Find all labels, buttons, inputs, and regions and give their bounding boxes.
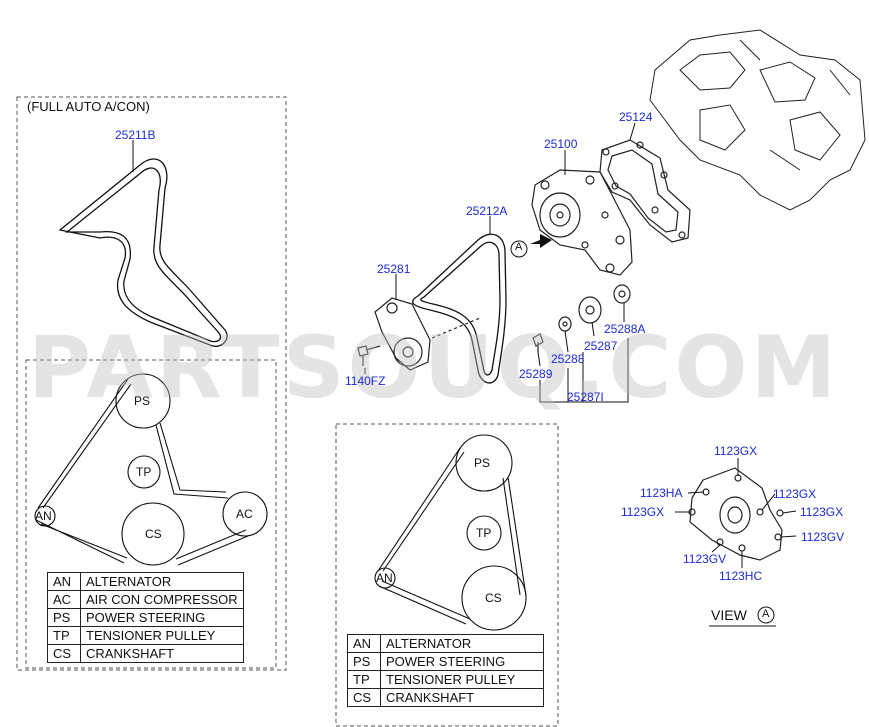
- left-panel-frame: [16, 96, 287, 671]
- right-tp-label: TP: [476, 526, 492, 540]
- view-label-1123gx-right-lower[interactable]: 1123GX: [800, 505, 844, 519]
- legend-code: CS: [347, 688, 381, 707]
- left-panel-title: (FULL AUTO A/CON): [27, 99, 150, 114]
- part-25288a-label[interactable]: 25288A: [604, 322, 646, 336]
- legend-code: PS: [47, 608, 81, 627]
- part-25281-label[interactable]: 25281: [377, 262, 411, 276]
- legend-code: CS: [47, 644, 81, 663]
- arrow-marker-circle: [510, 240, 528, 258]
- part-25212a-label[interactable]: 25212A: [466, 204, 508, 218]
- legend-name: ALTERNATOR: [380, 634, 544, 653]
- belt-25212a-drawing: [412, 233, 507, 384]
- view-a-drawing: [688, 467, 784, 561]
- left-belt-schematic: [34, 373, 268, 566]
- legend-code: TP: [47, 626, 81, 645]
- legend-name: ALTERNATOR: [80, 572, 244, 591]
- left-ps-label: PS: [134, 394, 151, 408]
- leader-lines: [132, 122, 636, 403]
- right-tp-pulley: [466, 515, 502, 551]
- part-25289-label[interactable]: 25289: [519, 367, 553, 381]
- engine-block-drawing: [649, 29, 866, 211]
- view-label-1123gv-right[interactable]: 1123GV: [801, 530, 845, 544]
- arrow-pointer: [530, 234, 552, 248]
- legend-code: AC: [47, 590, 81, 609]
- right-an-label: AN: [376, 571, 393, 585]
- part-1140fz-label[interactable]: 1140FZ: [345, 374, 386, 388]
- view-label-1123gx-top[interactable]: 1123GX: [714, 444, 758, 458]
- part-25124-label[interactable]: 25124: [619, 110, 653, 124]
- bolt-1140fz-drawing: [357, 345, 381, 366]
- part-25211b-label[interactable]: 25211B: [115, 128, 156, 142]
- legend-name: CRANKSHAFT: [80, 644, 244, 663]
- legend-name: TENSIONER PULLEY: [80, 626, 244, 645]
- left-ps-pulley: [115, 373, 171, 429]
- view-label-1123gx-right-upper[interactable]: 1123GX: [773, 487, 817, 501]
- legend-code: PS: [347, 652, 381, 671]
- view-title: VIEW: [711, 607, 747, 623]
- view-label-1123ha[interactable]: 1123HA: [640, 486, 683, 500]
- view-label-1123gx-left[interactable]: 1123GX: [621, 505, 665, 519]
- right-ps-label: PS: [474, 456, 491, 470]
- left-ac-pulley: [222, 491, 268, 537]
- left-cs-label: CS: [145, 527, 162, 541]
- view-a-leaders: [675, 458, 797, 568]
- right-belt-schematic: [374, 434, 527, 631]
- gasket-drawing: [599, 139, 691, 243]
- left-tp-pulley: [127, 455, 161, 489]
- legend-name: CRANKSHAFT: [380, 688, 544, 707]
- legend-code: TP: [347, 670, 381, 689]
- view-marker-letter: A: [762, 608, 770, 620]
- left-cs-pulley: [121, 502, 185, 566]
- part-25100-label[interactable]: 25100: [544, 137, 578, 151]
- water-pump-drawing: [531, 169, 633, 276]
- right-cs-label: CS: [485, 591, 502, 605]
- view-label-1123hc[interactable]: 1123HC: [719, 569, 763, 583]
- watermark: PARTSOUQ.COM: [28, 318, 840, 418]
- left-ac-label: AC: [236, 507, 253, 521]
- part-25287i-label[interactable]: 25287I: [567, 390, 604, 404]
- part-25288-label[interactable]: 25288: [551, 352, 585, 366]
- legend-name: POWER STEERING: [380, 652, 544, 671]
- arrow-marker-letter: A: [515, 241, 523, 253]
- right-schematic-frame: [335, 423, 559, 727]
- view-marker-circle: [757, 606, 775, 624]
- left-schematic-frame: [25, 359, 277, 669]
- tensioner-drawing: [374, 297, 481, 371]
- view-label-1123gv-left[interactable]: 1123GV: [683, 552, 727, 566]
- left-an-label: AN: [35, 509, 52, 523]
- right-cs-pulley: [461, 565, 527, 631]
- part-25287-label[interactable]: 25287: [584, 339, 618, 353]
- left-tp-label: TP: [136, 465, 152, 479]
- legend-code: AN: [47, 572, 81, 591]
- belt-25211b-drawing: [58, 158, 228, 347]
- legend-name: TENSIONER PULLEY: [380, 670, 544, 689]
- legend-name: POWER STEERING: [80, 608, 244, 627]
- legend-name: AIR CON COMPRESSOR: [80, 590, 244, 609]
- legend-code: AN: [347, 634, 381, 653]
